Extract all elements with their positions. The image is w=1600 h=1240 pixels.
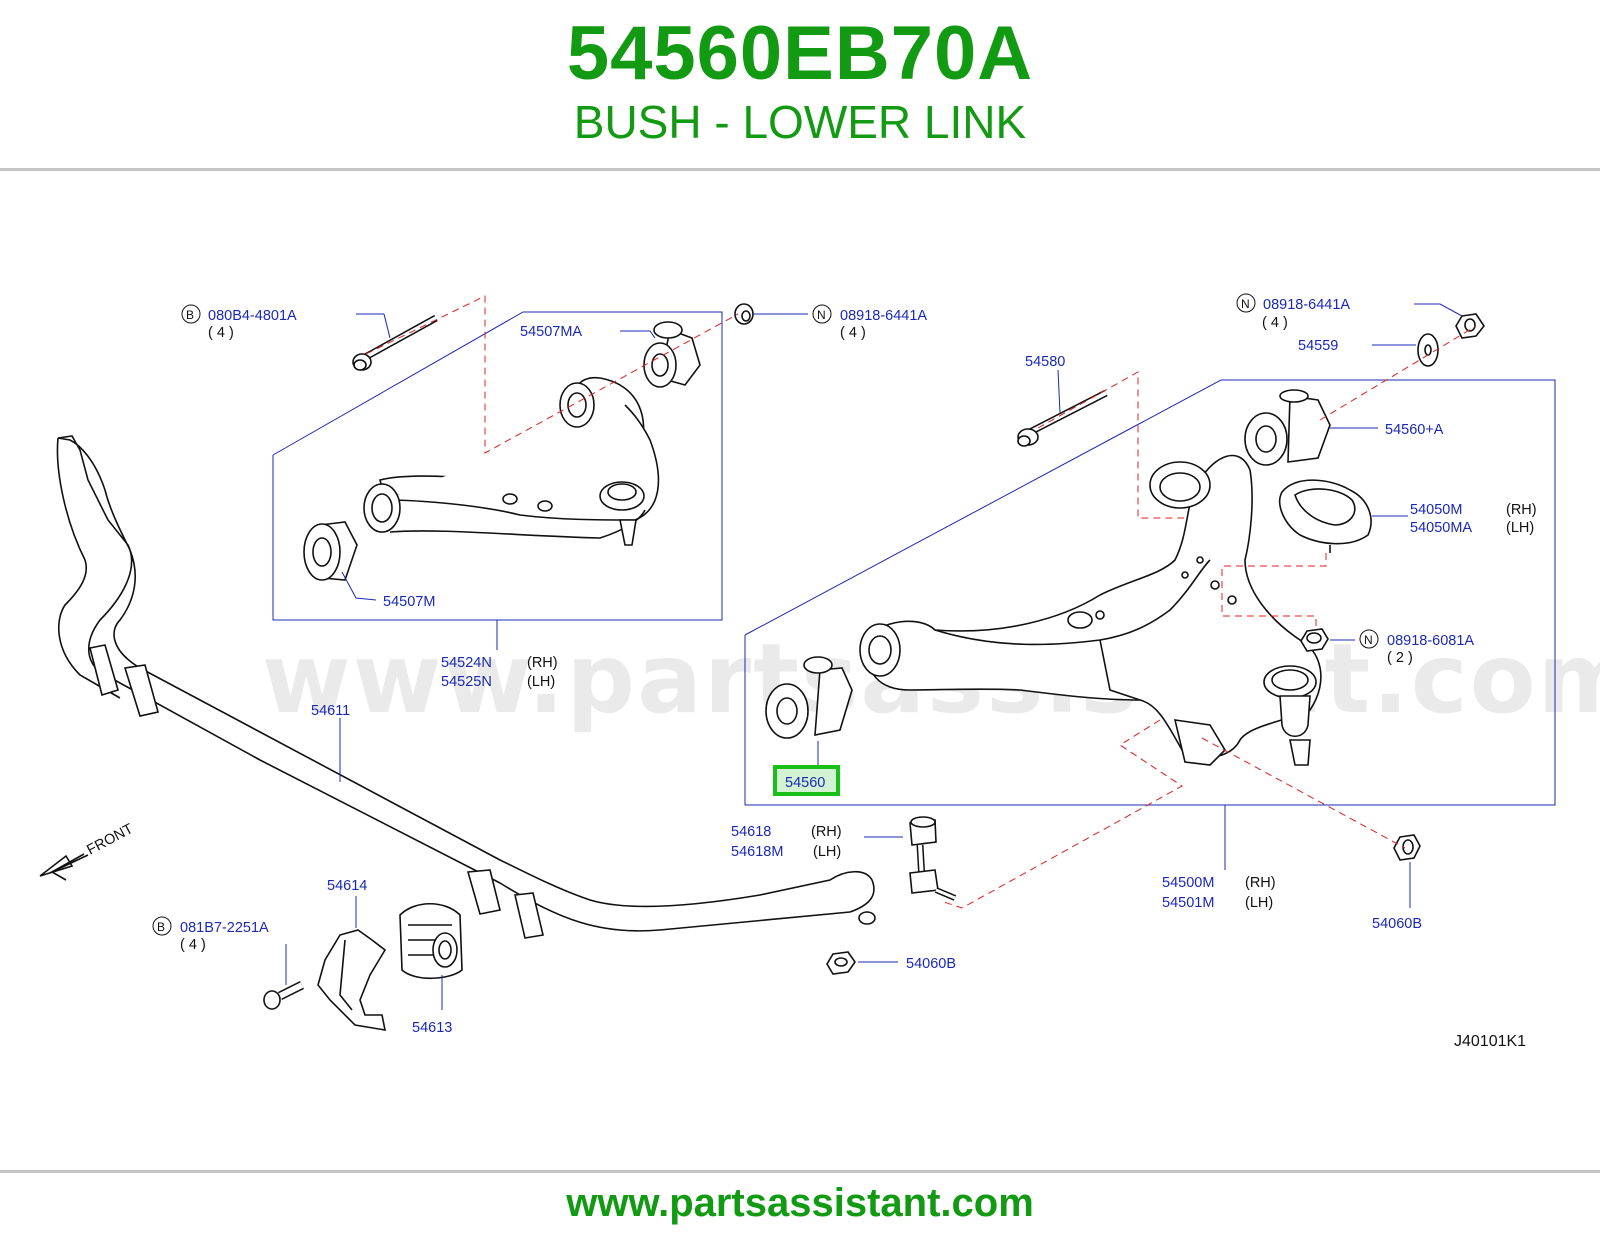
callout-prefix: N: [1364, 633, 1373, 647]
callout-54524N[interactable]: 54524N (RH) 54525N (LH): [441, 655, 558, 690]
callout-54560-highlighted[interactable]: 54560: [773, 765, 840, 796]
callout-qty: ( 4 ): [180, 937, 206, 953]
leader-54580: [1057, 369, 1061, 414]
header-divider: [0, 168, 1600, 171]
callout-number: 08918-6441A: [1263, 297, 1350, 313]
callout-54613[interactable]: 54613: [412, 1020, 452, 1036]
callout-side: (RH): [1245, 875, 1276, 891]
bump-stopper: [1278, 479, 1372, 553]
upper-link-arm: [363, 377, 660, 546]
callout-54050M[interactable]: 54050M (RH) 54050MA (LH): [1410, 502, 1537, 536]
stabilizer-bar: [56, 435, 876, 939]
upper-arm-dashed-guide: [365, 295, 739, 454]
callout-prefix: B: [186, 308, 194, 322]
page-header: 54560EB70A BUSH - LOWER LINK: [0, 0, 1600, 168]
callout-54060B-left[interactable]: 54060B: [906, 956, 956, 972]
washer-54559: [1417, 333, 1439, 367]
upper-arm-bolt: [352, 314, 438, 371]
callout-08918-6441A-upper[interactable]: N 08918-6441A ( 4 ): [812, 304, 927, 341]
callout-number-lh: 54501M: [1162, 895, 1214, 911]
callout-side-lh: (LH): [813, 844, 841, 860]
leader-08918-6441A-2: [1414, 303, 1463, 317]
stabilizer-bushing: [399, 903, 463, 980]
callout-number-lh: 54525N: [441, 674, 492, 690]
callout-08918-6081A[interactable]: N 08918-6081A ( 2 ): [1359, 629, 1474, 666]
leader-54507M: [341, 571, 377, 601]
bushing-54560: [765, 656, 853, 739]
callout-side-lh: (LH): [527, 674, 555, 690]
lower-arm-nut: [1300, 628, 1329, 652]
callout-number-lh: 54618M: [731, 844, 783, 860]
callout-08918-6441A-lower[interactable]: N 08918-6441A ( 4 ): [1236, 293, 1350, 331]
footer-divider: [0, 1170, 1600, 1173]
stabilizer-link: [909, 816, 957, 901]
callout-number: 08918-6081A: [1387, 633, 1474, 649]
lower-arm-bolt: [1017, 389, 1108, 447]
bushing-54560A: [1244, 389, 1331, 466]
front-label: FRONT: [84, 821, 136, 859]
bushing-54507MA: [643, 321, 701, 388]
callout-qty: ( 2 ): [1387, 650, 1413, 666]
upper-arm-nut: [734, 303, 754, 325]
bushing-54507M: [303, 521, 358, 581]
callout-number: 54560: [785, 775, 825, 791]
callout-side-lh: (LH): [1245, 895, 1273, 911]
callout-side: (RH): [527, 655, 558, 671]
callout-prefix: B: [157, 920, 165, 934]
leader-080B4-b: [383, 313, 391, 339]
upper-arm-group-box: [272, 311, 723, 621]
callout-qty: ( 4 ): [840, 325, 866, 341]
callout-54580[interactable]: 54580: [1025, 354, 1065, 370]
callout-54618[interactable]: 54618 (RH) 54618M (LH): [731, 824, 842, 860]
clamp-bolt: [263, 980, 305, 1010]
callout-number: 54524N: [441, 655, 492, 671]
front-arrow-icon: [39, 853, 89, 881]
stabilizer-link-dashed: [943, 719, 1183, 909]
part-name-subtitle: BUSH - LOWER LINK: [573, 96, 1027, 148]
callout-54060B-right[interactable]: 54060B: [1372, 916, 1422, 932]
callout-number: 08918-6441A: [840, 308, 927, 324]
stabilizer-clamp: [317, 929, 387, 1031]
footer-website-link[interactable]: www.partsassistant.com: [566, 1181, 1034, 1225]
lower-link-arm: [859, 454, 1322, 766]
part-number-title: 54560EB70A: [566, 11, 1034, 96]
top-right-nut: [1455, 313, 1485, 339]
callout-number-lh: 54050MA: [1410, 520, 1472, 536]
callout-number: 54618: [731, 824, 771, 840]
callout-54611[interactable]: 54611: [311, 703, 350, 719]
diagram-code: J40101K1: [1454, 1033, 1526, 1050]
callout-number: 54500M: [1162, 875, 1214, 891]
callout-side: (RH): [811, 824, 842, 840]
callout-prefix: N: [1241, 297, 1250, 311]
leader-54507MA: [620, 330, 656, 339]
callout-number: 54050M: [1410, 502, 1462, 518]
callout-side: (RH): [1506, 502, 1537, 518]
callout-qty: ( 4 ): [208, 325, 234, 341]
callout-number: 081B7-2251A: [180, 920, 269, 936]
lower-arm-dashed-nut: [1319, 325, 1477, 421]
callout-54507M[interactable]: 54507M: [383, 594, 435, 610]
callout-prefix: N: [817, 308, 826, 322]
nut-54060B-left: [826, 951, 856, 975]
lower-arm-group-box: [744, 379, 1556, 806]
callout-54500M[interactable]: 54500M (RH) 54501M (LH): [1162, 875, 1276, 911]
callout-54559[interactable]: 54559: [1298, 338, 1338, 354]
callout-qty: ( 4 ): [1262, 315, 1288, 331]
callout-54560A[interactable]: 54560+A: [1385, 422, 1444, 438]
balljoint-dashed: [1201, 737, 1406, 849]
nut-54060B-right: [1393, 834, 1421, 861]
callout-number: 080B4-4801A: [208, 308, 297, 324]
callout-54507MA[interactable]: 54507MA: [520, 324, 582, 340]
callout-081B7-2251A[interactable]: B 081B7-2251A ( 4 ): [152, 916, 269, 953]
callout-side-lh: (LH): [1506, 520, 1534, 536]
callout-54614[interactable]: 54614: [327, 878, 367, 894]
callout-080B4-4801A[interactable]: B 080B4-4801A ( 4 ): [181, 304, 297, 341]
